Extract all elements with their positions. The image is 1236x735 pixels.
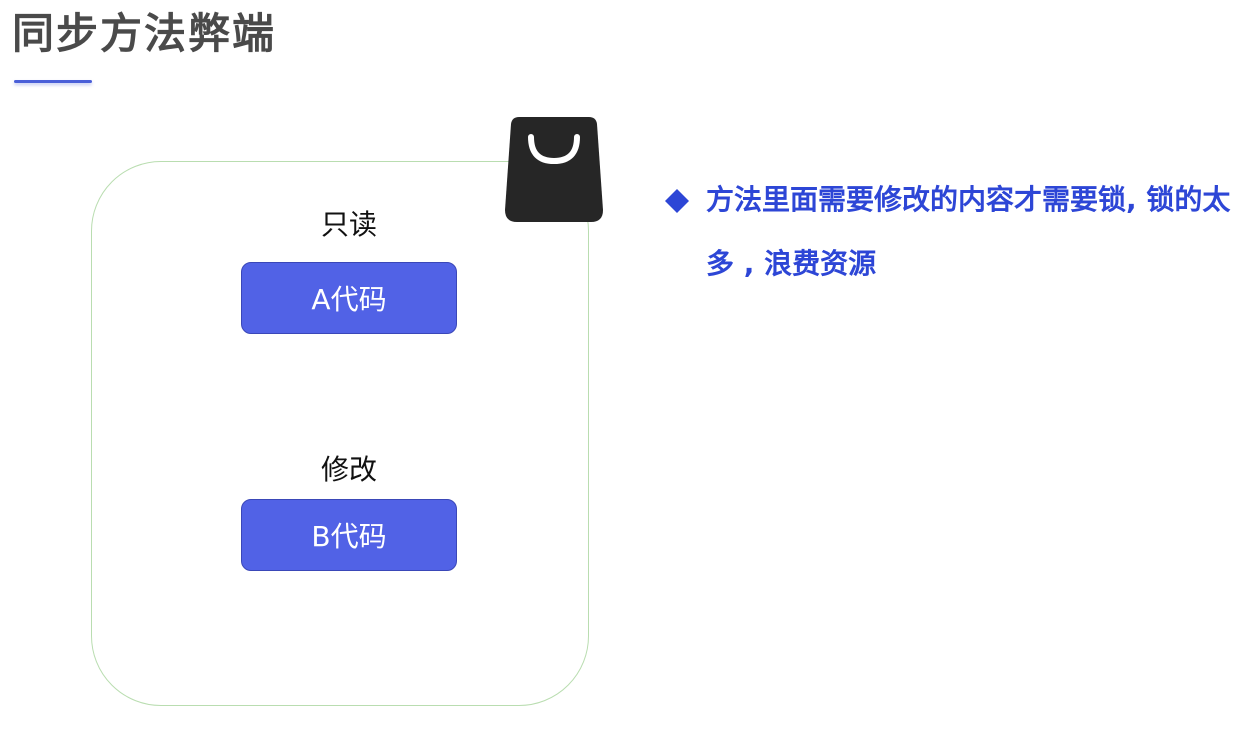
modify-label: 修改 [320, 453, 377, 486]
shopping-bag-icon [505, 117, 603, 222]
page-title: 同步方法弊端 [12, 9, 277, 58]
read-only-label: 只读 [320, 208, 377, 241]
title-underline [14, 80, 92, 83]
method-panel [91, 161, 589, 706]
diamond-bullet-icon [665, 189, 689, 213]
bullet-text: 方法里面需要修改的内容才需要锁, 锁的太多 , 浪费资源 [706, 183, 1231, 280]
code-b-box: B代码 [241, 499, 457, 571]
code-a-box: A代码 [241, 262, 457, 334]
